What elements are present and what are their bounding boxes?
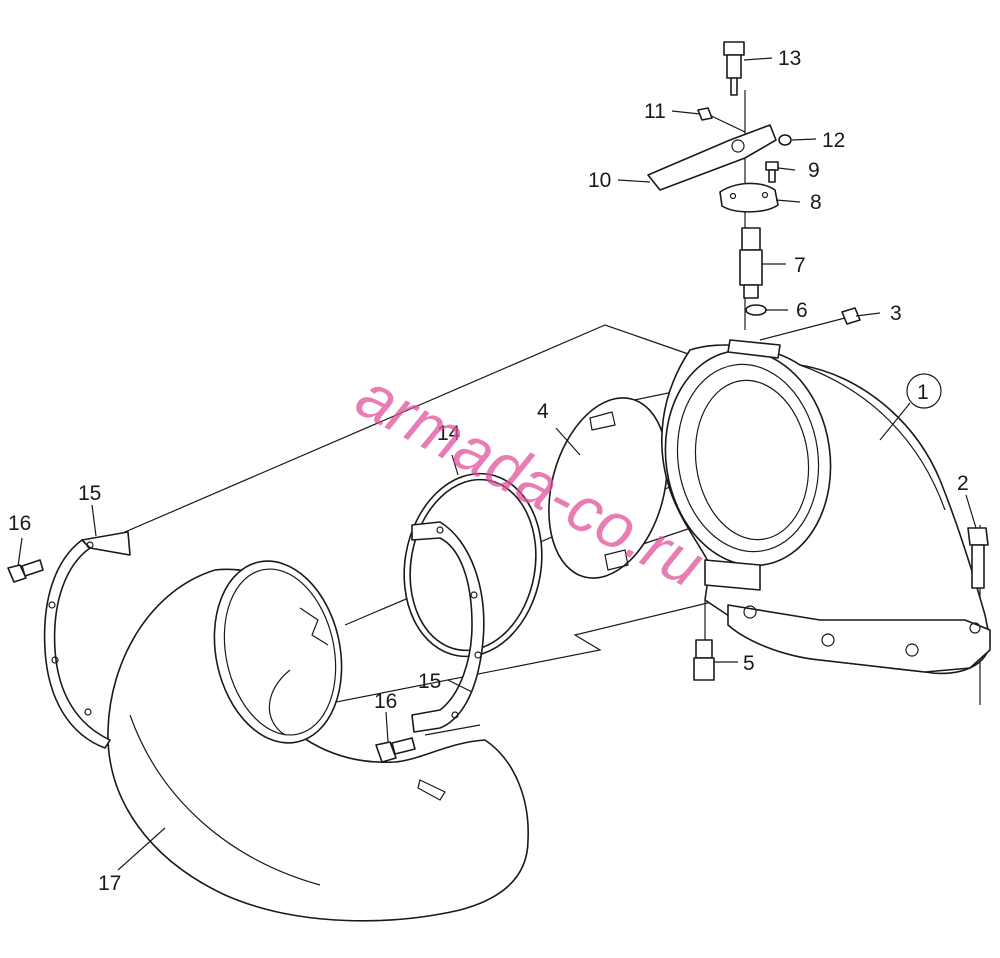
callout-9: 9 [808,159,820,182]
nut-part-12 [778,134,792,146]
callout-8: 8 [810,191,822,214]
callout-15-right: 15 [418,670,441,693]
exhaust-housing-part-1 [661,339,991,675]
callout-14: 14 [437,422,461,445]
callout-3: 3 [890,302,902,325]
callout-7: 7 [794,254,806,277]
flange-ring-left-part-15 [43,531,131,749]
callout-1: 1 [917,381,929,404]
flange-ring-right-part-15 [411,521,485,733]
lever-arm-part-10 [647,124,777,191]
bolt-left-part-16 [7,559,44,583]
screw-part-9 [765,161,779,183]
cover-plate-part-4 [548,397,668,579]
callout-4: 4 [537,400,549,423]
mounting-plate-part-8 [719,182,779,213]
callout-5: 5 [743,652,755,675]
bolt-right-part-16 [375,737,416,763]
sensor-part-7 [739,227,763,299]
callout-11: 11 [644,100,666,123]
callout-12: 12 [822,129,845,152]
seal-ring-part-6 [745,304,767,316]
callout-16-right: 16 [374,690,397,713]
callout-10: 10 [588,169,611,192]
callout-6: 6 [796,299,808,322]
plug-part-3 [841,307,861,325]
bolt-part-2 [967,527,989,589]
stud-part-5 [693,639,715,681]
screw-part-11 [697,107,713,121]
callout-15-left: 15 [78,482,101,505]
callout-circle-1 [906,373,942,409]
exhaust-elbow-part-17 [107,560,529,922]
leader-lines [17,57,977,871]
callout-2: 2 [957,472,969,495]
callout-17: 17 [98,872,121,895]
knob-pin-part-13 [723,41,745,96]
callout-16-left: 16 [8,512,31,535]
callout-13: 13 [778,47,801,70]
